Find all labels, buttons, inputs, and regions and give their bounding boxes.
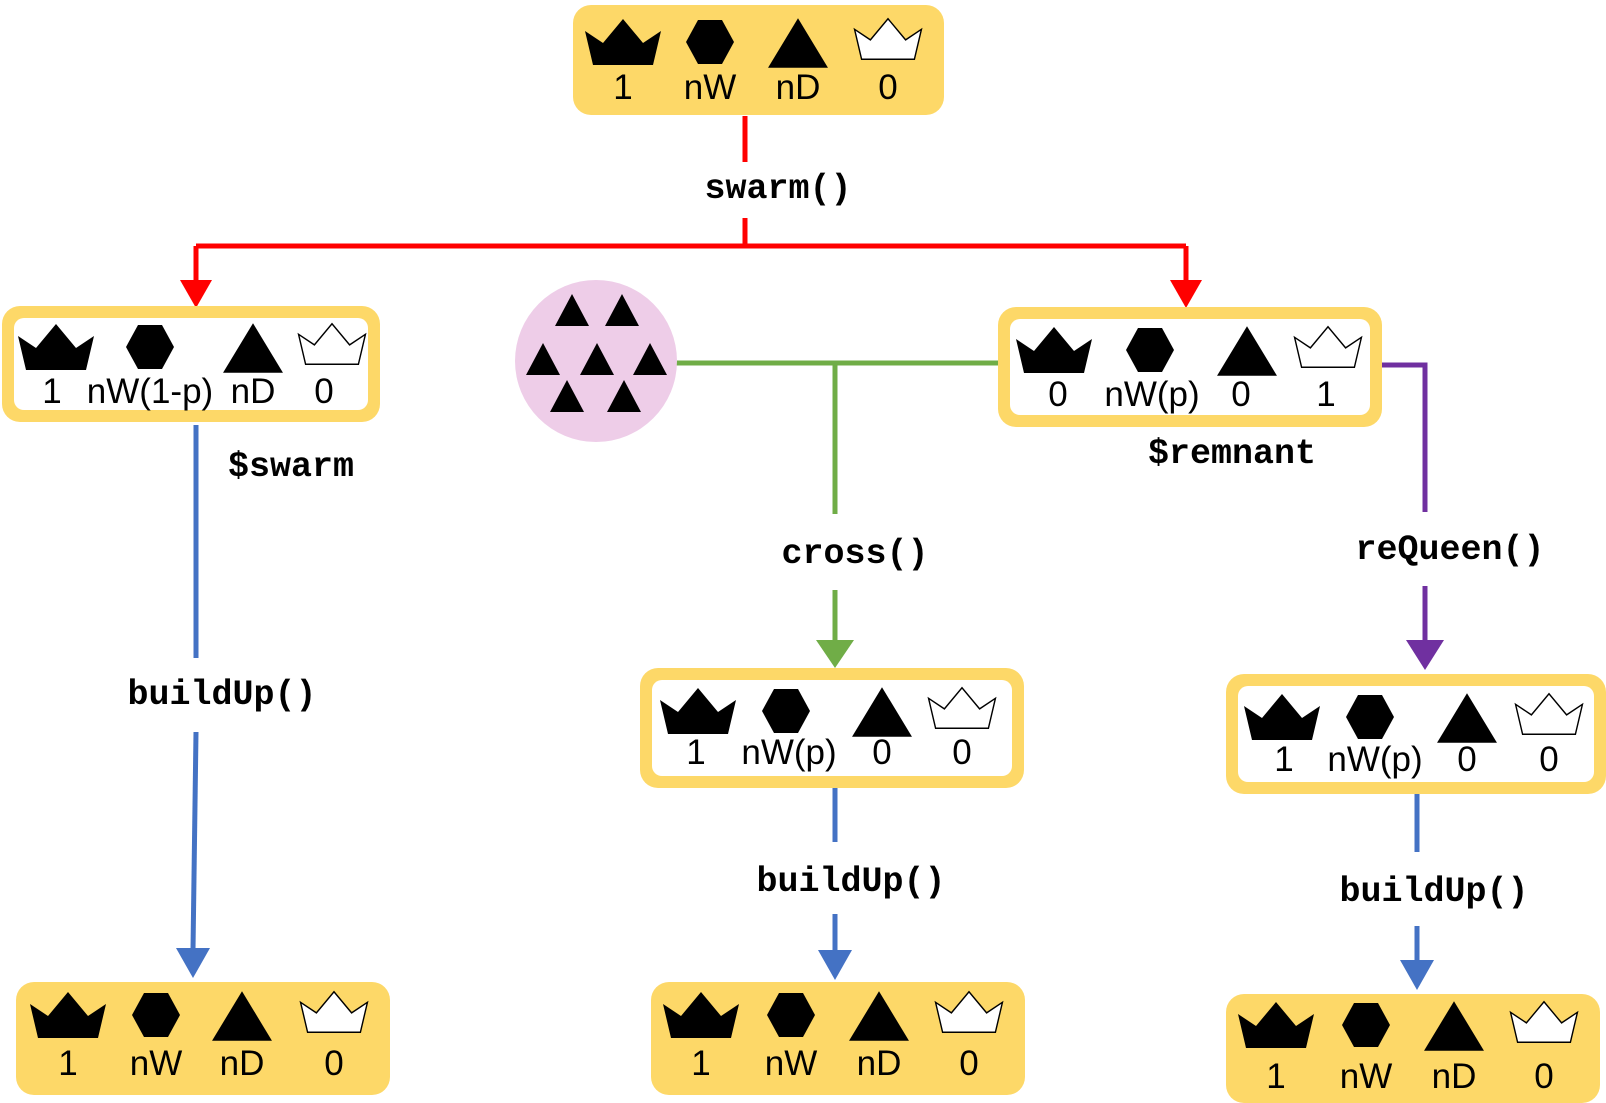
drone-icon (550, 380, 584, 412)
arrow-to-crossed (816, 640, 854, 668)
worker-count: nW(p) (741, 733, 836, 772)
cross-edges (676, 360, 1004, 668)
colony-box-inner (1238, 686, 1594, 782)
worker-count: nW (1340, 1057, 1393, 1096)
buildup-edges (176, 425, 1434, 990)
colony-box-frame (1226, 994, 1600, 1103)
virgin-queen-count: 0 (324, 1044, 343, 1083)
drone-pool (515, 280, 677, 442)
colony-box-inner (14, 318, 368, 410)
cross-function-label: cross() (781, 534, 928, 574)
drone-icon (633, 343, 667, 375)
colony-box-frame (651, 982, 1025, 1095)
drone-count: 0 (1231, 375, 1250, 414)
worker-count: nW (684, 68, 737, 107)
swarm-variable-label: $swarm (228, 447, 354, 487)
drone-count: nD (776, 68, 821, 107)
colony-requeened: 1 nW(p) 0 0 (1226, 674, 1606, 794)
arrow-to-remnant (1170, 280, 1202, 308)
colony-remnant: 0 nW(p) 0 1 (998, 307, 1382, 427)
queen-count: 1 (1266, 1057, 1285, 1096)
drone-icon (605, 294, 639, 326)
colony-crossed-built: 1 nW nD 0 (651, 982, 1025, 1095)
colony-requeened-built: 1 nW nD 0 (1226, 994, 1600, 1103)
colony-box-frame (16, 982, 390, 1095)
drone-icon (555, 294, 589, 326)
drone-count: nD (220, 1044, 265, 1083)
queen-count: 1 (42, 372, 61, 411)
queen-count: 1 (58, 1044, 77, 1083)
arrow-to-crossed-built (818, 950, 852, 980)
drone-count: nD (1432, 1057, 1477, 1096)
drone-count: 0 (1457, 740, 1476, 779)
worker-count: nW(1-p) (87, 372, 213, 411)
queen-count: 1 (1274, 740, 1293, 779)
queen-count: 1 (691, 1044, 710, 1083)
queen-count: 1 (613, 68, 632, 107)
worker-count: nW(p) (1327, 740, 1422, 779)
colony-swarm-built: 1 nW nD 0 (16, 982, 390, 1095)
buildup-label-middle: buildUp() (756, 862, 945, 902)
virgin-queen-count: 0 (878, 68, 897, 107)
drone-count: nD (857, 1044, 902, 1083)
remnant-variable-label: $remnant (1148, 434, 1316, 474)
queen-count: 0 (1048, 375, 1067, 414)
virgin-queen-count: 1 (1316, 375, 1335, 414)
drone-count: nD (231, 372, 276, 411)
arrow-to-swarm (180, 280, 212, 308)
virgin-queen-count: 0 (1539, 740, 1558, 779)
buildup-label-right: buildUp() (1339, 872, 1528, 912)
swarm-edges (180, 116, 1202, 308)
virgin-queen-count: 0 (1534, 1057, 1553, 1096)
colony-box-inner (652, 680, 1012, 776)
drone-count: 0 (872, 733, 891, 772)
drone-icon (607, 380, 641, 412)
virgin-queen-count: 0 (314, 372, 333, 411)
virgin-queen-count: 0 (959, 1044, 978, 1083)
requeen-function-label: reQueen() (1355, 530, 1544, 570)
worker-count: nW (130, 1044, 183, 1083)
arrow-to-requeened (1406, 640, 1444, 670)
buildup-label-left: buildUp() (127, 675, 316, 715)
arrow-to-requeened-built (1400, 960, 1434, 990)
requeen-edges (1382, 362, 1444, 670)
drone-icon (526, 343, 560, 375)
swarm-function-label: swarm() (704, 169, 851, 209)
drone-icon (580, 343, 614, 375)
arrow-to-swarm-built (176, 948, 210, 978)
colony-crossed: 1 nW(p) 0 0 (640, 668, 1024, 788)
virgin-queen-count: 0 (952, 733, 971, 772)
worker-count: nW (765, 1044, 818, 1083)
colony-box-inner (1010, 319, 1370, 415)
colony-swarm: 1 nW(1-p) nD 0 (2, 306, 380, 422)
worker-count: nW(p) (1104, 375, 1199, 414)
colony-box-frame (573, 5, 944, 115)
colony-top: 1 nW nD 0 (573, 5, 944, 115)
queen-count: 1 (686, 733, 705, 772)
